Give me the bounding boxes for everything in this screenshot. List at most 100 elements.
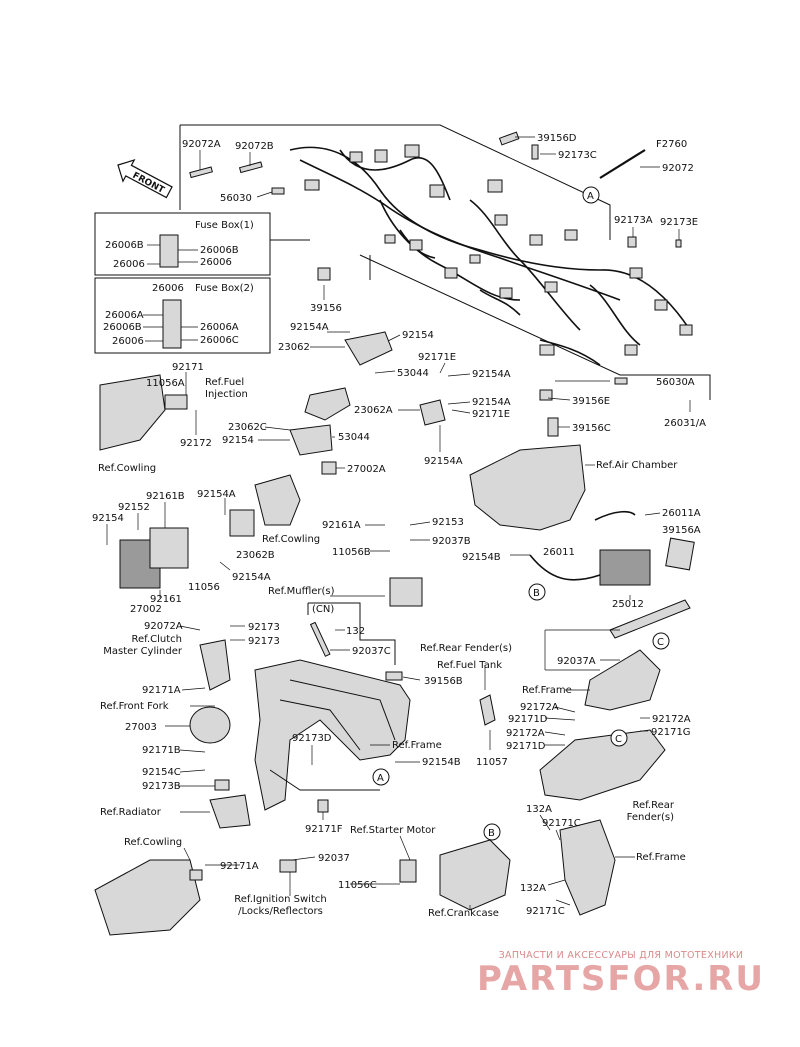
fuse-box-1-title: Fuse Box(1) — [195, 220, 254, 231]
ref-rear-fender-2-wrap: Ref.Rear Fender(s) — [626, 800, 674, 823]
part-label: 11057 — [476, 757, 508, 768]
callout-a-upper: A — [582, 186, 600, 204]
pad-39156A-icon — [665, 537, 695, 571]
bracket-23062C-icon — [289, 424, 333, 456]
ref-fuel-injection-wrap: Ref.Fuel Injection — [205, 377, 248, 400]
part-label: 39156B — [424, 676, 463, 687]
part-label: 23062C — [228, 422, 267, 433]
motorcycle-frame-icon — [254, 659, 411, 811]
clamp-56030A-icon — [614, 377, 628, 385]
callout-c-right: C — [652, 632, 670, 650]
watermark-logo: PARTSFOR.RU — [476, 959, 766, 999]
fb2-label-1: 26006 — [152, 283, 184, 294]
callout-b-lower: B — [483, 823, 501, 841]
part-label: 92173 — [248, 622, 280, 633]
part-label: 92173E — [660, 217, 698, 228]
main-harness-frame — [179, 124, 711, 400]
clamp-92173E-icon — [675, 239, 682, 248]
part-label: (CN) — [312, 604, 334, 615]
front-arrow-icon: FRONT — [117, 159, 173, 199]
fb2-label-6: 26006C — [200, 335, 239, 346]
part-label: 92154A — [424, 456, 463, 467]
ref-clutch-wrap: Ref.Clutch Master Cylinder — [103, 634, 182, 657]
part-label: 92171G — [651, 727, 691, 738]
part-label: 92154B — [462, 552, 501, 563]
pad-39156B-icon — [385, 671, 403, 681]
band-92072A-icon — [189, 166, 213, 179]
cn-box — [307, 602, 396, 665]
fuse-box-2-title: Fuse Box(2) — [195, 283, 254, 294]
part-label: 23062B — [236, 550, 275, 561]
part-label: 92172 — [180, 438, 212, 449]
callout-b-lower-label: B — [488, 828, 495, 839]
part-label: 92171E — [418, 352, 456, 363]
ref-crankcase: Ref.Crankcase — [428, 908, 499, 919]
part-label: 92172A — [652, 714, 691, 725]
part-label: 92173 — [248, 636, 280, 647]
part-label: 92173C — [558, 150, 597, 161]
part-label: 53044 — [397, 368, 429, 379]
reference-labels: Ref.Cowling Ref.Fuel Injection Ref.Air C… — [98, 377, 686, 919]
fb1-label-4: 26006 — [200, 257, 232, 268]
part-label: 23062 — [278, 342, 310, 353]
part-label: 92154C — [142, 767, 181, 778]
pad-39156D-icon — [498, 131, 520, 146]
ref-frame-2: Ref.Frame — [392, 740, 442, 751]
callout-c-lower: C — [610, 729, 628, 747]
part-label: 92172A — [520, 702, 559, 713]
ignition-part-icon — [279, 859, 297, 873]
fuel-tank-part-icon — [479, 694, 496, 726]
part-label: 92154 — [222, 435, 254, 446]
rear-fender-frame-icon — [584, 649, 661, 711]
part-label: 92171D — [506, 741, 546, 752]
part-label: 132 — [346, 626, 365, 637]
part-label: 39156D — [537, 133, 577, 144]
bracket-23062A-icon — [419, 399, 446, 426]
part-labels: 92072A 92072B 56030 39156D 92173C F2760 … — [92, 133, 706, 917]
clamp-56030-icon — [271, 187, 285, 195]
ref-starter-motor: Ref.Starter Motor — [350, 825, 436, 836]
part-label: 92154A — [472, 369, 511, 380]
part-label: 92153 — [432, 517, 464, 528]
part-label: 39156 — [310, 303, 342, 314]
grommet-27002A-icon — [321, 461, 337, 475]
callout-a-lower-label: A — [377, 773, 384, 784]
pad-39156C-icon — [547, 417, 559, 437]
bracket-23062-icon — [344, 331, 393, 366]
part-label: 56030A — [656, 377, 695, 388]
part-label: 11056C — [338, 880, 377, 891]
pad-25012-icon — [609, 599, 691, 639]
callout-a-upper-label: A — [587, 191, 594, 202]
bracket-23062B-icon — [229, 509, 255, 537]
ref-fuel-tank: Ref.Fuel Tank — [437, 660, 502, 671]
bracket-11056C-icon — [399, 859, 417, 883]
part-label: 92072A — [182, 139, 221, 150]
part-label: 92173B — [142, 781, 181, 792]
part-label: 53044 — [338, 432, 370, 443]
part-label: 92154B — [422, 757, 461, 768]
ref-clutch: Ref.Clutch Master Cylinder — [103, 634, 182, 657]
part-label: 92037C — [352, 646, 391, 657]
watermark: ЗАПЧАСТИ И АКСЕССУАРЫ ДЛЯ МОТОТЕХНИКИ PA… — [456, 950, 786, 997]
part-label: 92161B — [146, 491, 185, 502]
leader-lines — [106, 136, 691, 910]
rear-frame-icon — [559, 819, 616, 916]
cowling-3-icon — [94, 859, 201, 936]
ref-radiator: Ref.Radiator — [100, 807, 162, 818]
part-label: 92171D — [508, 714, 548, 725]
part-label: 92171C — [526, 906, 565, 917]
part-label: 92037A — [557, 656, 596, 667]
main-wiring-harness — [289, 146, 691, 366]
part-label: 26011A — [662, 508, 701, 519]
fb2-label-2: 26006A — [105, 310, 144, 321]
part-label: 92171A — [220, 861, 259, 872]
band-92072B-icon — [238, 161, 263, 174]
cowling-bracket-2-icon — [254, 474, 301, 526]
ref-front-fork: Ref.Front Fork — [100, 701, 169, 712]
fb1-label-3: 26006 — [113, 259, 145, 270]
ref-rear-fender-2: Ref.Rear Fender(s) — [626, 800, 674, 823]
watermark-subtitle: ЗАПЧАСТИ И АКСЕССУАРЫ ДЛЯ МОТОТЕХНИКИ — [498, 950, 744, 961]
part-label: 11056B — [332, 547, 371, 558]
air-chamber-icon — [469, 444, 586, 531]
